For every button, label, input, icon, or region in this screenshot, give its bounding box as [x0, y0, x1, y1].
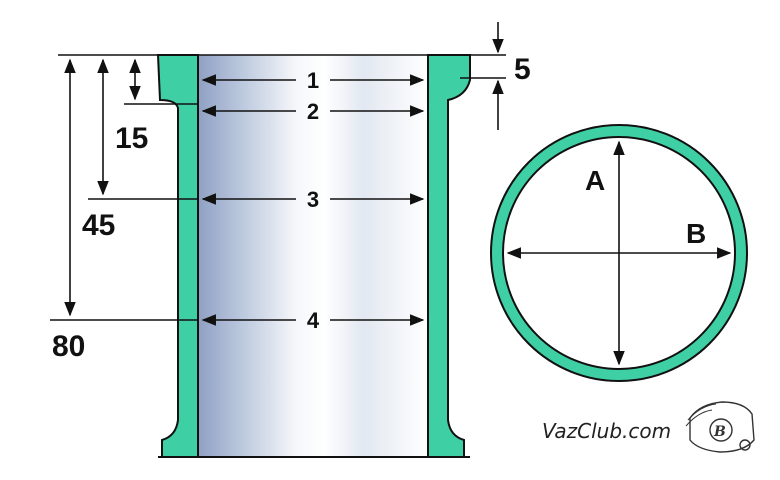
watermark-text: VazClub.com	[542, 419, 671, 443]
svg-text:B: B	[713, 424, 726, 440]
depth-label-5: 5	[514, 53, 531, 86]
diameter-arrows	[201, 74, 425, 326]
depth-label-80: 80	[52, 330, 85, 363]
diameter-label-a: A	[585, 165, 605, 196]
depth-labels: 5 15 45 80	[52, 53, 531, 363]
cross-section: A B	[490, 124, 748, 382]
depth-label-15: 15	[115, 122, 148, 155]
depth-dimensions	[64, 22, 504, 317]
depth-label-45: 45	[82, 209, 115, 242]
section-label-3: 3	[307, 187, 319, 212]
liner-wall-right	[427, 54, 471, 458]
section-label-2: 2	[307, 99, 319, 124]
bore-surface	[198, 55, 428, 457]
section-label-4: 4	[307, 308, 320, 333]
diameter-label-b: B	[686, 218, 706, 249]
liner-section	[156, 54, 471, 458]
section-labels: 1 2 3 4	[307, 68, 320, 333]
section-label-1: 1	[307, 68, 319, 93]
watermark: VazClub.com B	[542, 401, 755, 453]
liner-wall-left	[156, 54, 199, 458]
car-logo-icon: B	[685, 401, 755, 453]
reference-lines	[50, 54, 506, 321]
